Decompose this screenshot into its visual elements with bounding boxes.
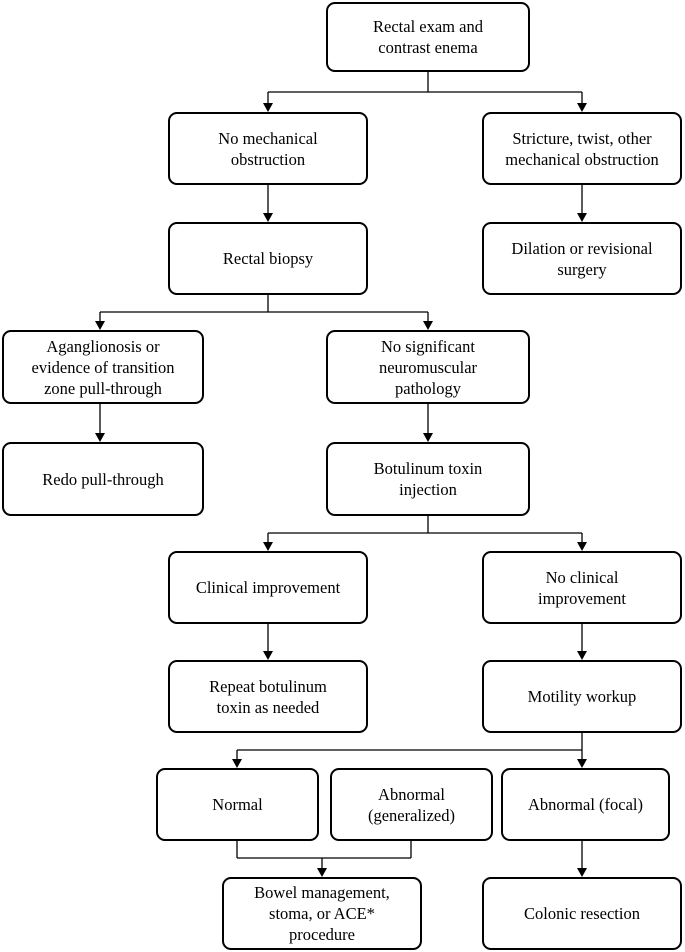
- edge-to-normal-arrowhead: [232, 759, 242, 768]
- edge-to-clinical-arrowhead: [263, 542, 273, 551]
- node-repeat-botulinum: Repeat botulinum toxin as needed: [168, 660, 368, 733]
- node-normal: Normal: [156, 768, 319, 841]
- edge-to-dilation-arrowhead: [577, 213, 587, 222]
- edge-to-aganglionosis-arrowhead: [95, 321, 105, 330]
- edge-to-colonic-arrowhead: [577, 868, 587, 877]
- edge-to-stricture-arrowhead: [577, 103, 587, 112]
- node-no-significant-pathology: No significant neuromuscular pathology: [326, 330, 530, 404]
- edge-to-bowel-arrowhead: [317, 868, 327, 877]
- edge-to-redo-arrowhead: [95, 433, 105, 442]
- node-bowel-management: Bowel management, stoma, or ACE* procedu…: [222, 877, 422, 950]
- node-rectal-exam: Rectal exam and contrast enema: [326, 2, 530, 72]
- node-no-clinical-improvement: No clinical improvement: [482, 551, 682, 624]
- node-botulinum-injection: Botulinum toxin injection: [326, 442, 530, 516]
- node-abnormal-generalized: Abnormal (generalized): [330, 768, 493, 841]
- node-rectal-biopsy: Rectal biopsy: [168, 222, 368, 295]
- edge-to-repeat-arrowhead: [263, 651, 273, 660]
- node-redo-pull-through: Redo pull-through: [2, 442, 204, 516]
- node-aganglionosis: Aganglionosis or evidence of transition …: [2, 330, 204, 404]
- edge-to-no-mech-arrowhead: [263, 103, 273, 112]
- edge-to-no-clinical-arrowhead: [577, 542, 587, 551]
- node-colonic-resection: Colonic resection: [482, 877, 682, 950]
- node-stricture: Stricture, twist, other mechanical obstr…: [482, 112, 682, 185]
- node-abnormal-focal: Abnormal (focal): [501, 768, 670, 841]
- node-motility-workup: Motility workup: [482, 660, 682, 733]
- node-dilation: Dilation or revisional surgery: [482, 222, 682, 295]
- edge-to-botulinum-arrowhead: [423, 433, 433, 442]
- node-no-mechanical-obstruction: No mechanical obstruction: [168, 112, 368, 185]
- edge-to-no-sig-arrowhead: [423, 321, 433, 330]
- edge-to-biopsy-arrowhead: [263, 213, 273, 222]
- edge-to-abnormal-focal-arrowhead: [577, 759, 587, 768]
- node-clinical-improvement: Clinical improvement: [168, 551, 368, 624]
- edge-to-motility-arrowhead: [577, 651, 587, 660]
